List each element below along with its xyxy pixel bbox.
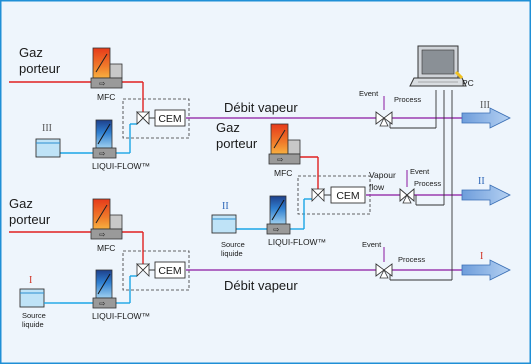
- carrier-gas-label-mid-line1: Gaz: [216, 120, 240, 135]
- process-label-mid: Process: [414, 179, 441, 188]
- output-arrow-top: [461, 107, 511, 129]
- liqui-flow-label-bottom: LIQUI-FLOW™: [92, 311, 150, 321]
- cem-box-mid: CEM: [330, 186, 366, 204]
- liquid-tank-bottom: [19, 288, 60, 308]
- pc-control-lines: [389, 90, 453, 281]
- pc-valve-top: [375, 111, 393, 127]
- carrier-gas-line-mid: [298, 156, 319, 189]
- carrier-gas-label-top-line1: Gaz: [19, 45, 43, 60]
- svg-text:⇨: ⇨: [277, 155, 284, 164]
- mfc-device-top: ⇨: [90, 47, 123, 89]
- liquid-source-label-mid-line2: liquide: [221, 249, 243, 258]
- liqui-flow-label-top: LIQUI-FLOW™: [92, 161, 150, 171]
- carrier-gas-line-bottom: [9, 231, 144, 264]
- cem-label-top: CEM: [158, 113, 181, 125]
- vapour-flow-label-mid-line1: Vapour: [369, 170, 396, 180]
- mfc-label-bottom: MFC: [97, 243, 115, 253]
- three-way-valve-bottom: [136, 263, 150, 277]
- mfc-label-top: MFC: [97, 92, 115, 102]
- carrier-gas-label-top-line2: porteur: [19, 61, 61, 76]
- cem-box-top: CEM: [154, 109, 186, 127]
- pc-valve-mid: [399, 188, 415, 204]
- liquid-line-mid: [236, 198, 312, 230]
- liqui-flow-device-top: ⇨: [92, 119, 117, 159]
- pc-valve-bottom: [375, 263, 393, 279]
- three-way-valve-mid: [311, 188, 325, 202]
- roman-two-tank: II: [222, 201, 229, 212]
- liquid-source-label-mid-line1: Source: [221, 240, 245, 249]
- roman-one-arrow: I: [480, 251, 483, 262]
- carrier-gas-label-bottom-line1: Gaz: [9, 196, 33, 211]
- mfc-device-bottom: ⇨: [90, 198, 123, 240]
- cem-box-bottom: CEM: [154, 261, 186, 279]
- svg-text:⇨: ⇨: [99, 79, 106, 88]
- carrier-gas-line-top: [9, 81, 144, 112]
- roman-three-arrow: III: [480, 100, 490, 111]
- liquid-line-top: [60, 123, 137, 154]
- liquid-source-label-bottom-line2: liquide: [22, 320, 44, 329]
- vapour-flow-label-mid-line2: flow: [369, 182, 385, 192]
- liquid-line-bottom: [60, 275, 137, 304]
- svg-text:⇨: ⇨: [273, 225, 280, 234]
- mfc-label-mid: MFC: [274, 168, 292, 178]
- svg-text:⇨: ⇨: [99, 149, 106, 158]
- svg-text:⇨: ⇨: [99, 230, 106, 239]
- roman-three-tank: III: [42, 123, 52, 134]
- liqui-flow-label-mid: LIQUI-FLOW™: [268, 237, 326, 247]
- event-label-top: Event: [359, 89, 379, 98]
- liquid-source-label-bottom-line1: Source: [22, 311, 46, 320]
- process-label-top: Process: [394, 95, 421, 104]
- liquid-tank-top: [35, 138, 61, 158]
- mfc-device-mid: ⇨: [268, 123, 301, 165]
- event-label-mid: Event: [410, 167, 430, 176]
- cem-label-mid: CEM: [336, 190, 359, 202]
- svg-text:⇨: ⇨: [99, 299, 106, 308]
- process-label-bottom: Process: [398, 255, 425, 264]
- pc-computer-icon: [409, 45, 467, 87]
- output-arrow-bottom: [461, 259, 511, 281]
- roman-two-arrow: II: [478, 176, 485, 187]
- event-label-bottom: Event: [362, 240, 382, 249]
- vapour-flow-label-bottom: Débit vapeur: [224, 278, 298, 293]
- carrier-gas-label-bottom-line2: porteur: [9, 212, 51, 227]
- output-arrow-mid: [461, 184, 511, 206]
- liqui-flow-device-bottom: ⇨: [92, 269, 117, 309]
- three-way-valve-top: [136, 111, 150, 125]
- pc-label: PC: [462, 78, 474, 88]
- carrier-gas-label-mid-line2: porteur: [216, 136, 258, 151]
- liqui-flow-device-mid: ⇨: [266, 195, 291, 235]
- liquid-tank-mid: [211, 214, 237, 234]
- vapour-flow-label-top: Débit vapeur: [224, 100, 298, 115]
- roman-one-tank: I: [29, 275, 32, 286]
- cem-label-bottom: CEM: [158, 265, 181, 277]
